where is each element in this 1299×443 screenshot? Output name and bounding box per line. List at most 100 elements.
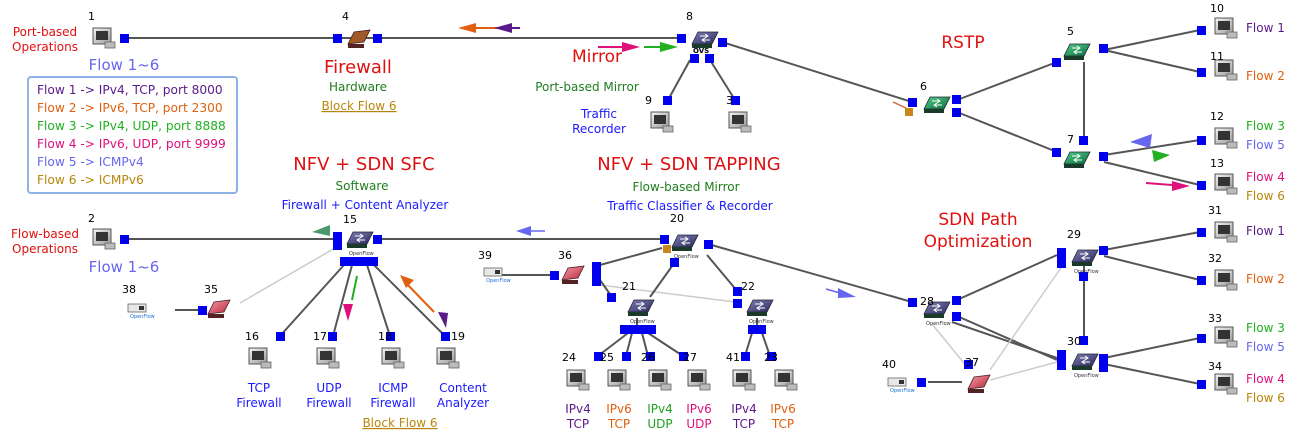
node-number: 5 [1067, 25, 1074, 38]
openflow-controller-icon: OpenFlow [887, 377, 915, 394]
link [931, 323, 969, 369]
svg-text:OVS: OVS [693, 47, 709, 55]
svg-text:OpenFlow: OpenFlow [890, 388, 915, 394]
mirror-title: Mirror [572, 47, 622, 67]
node-number: 16 [245, 330, 259, 343]
svg-text:OpenFlow: OpenFlow [130, 314, 155, 320]
flow-arrows [312, 23, 1190, 328]
svg-text:OpenFlow: OpenFlow [1074, 269, 1099, 275]
node-number: 22 [741, 280, 755, 293]
computer-icon [1214, 127, 1238, 149]
node-number: 24 [562, 351, 576, 364]
traffic-recorder-2: Recorder [572, 122, 626, 136]
rstp-switch-icon [1063, 43, 1091, 60]
flow-label: Flow 4 [1246, 170, 1285, 184]
hardware-firewall-icon [347, 29, 371, 48]
svg-text:OpenFlow: OpenFlow [486, 278, 511, 284]
text-layer: Port-based Operations Flow 1~6 Flow-base… [11, 25, 1032, 431]
nfv-sfc-title: NFV + SDN SFC [293, 154, 434, 175]
sdn-switch-icon [746, 299, 774, 316]
flow-label: Flow 6 [1246, 189, 1285, 203]
node-number: 1 [88, 10, 95, 23]
node-number: 7 [1067, 133, 1074, 146]
block-flow6-bottom: Block Flow 6 [362, 416, 437, 430]
sdn-path-title-2: Optimization [924, 232, 1033, 252]
computer-icon [1214, 173, 1238, 195]
node-number: 4 [342, 10, 349, 23]
tcp-fw-1: TCP [247, 381, 270, 395]
rstp-switch-icon [1063, 151, 1091, 168]
content-an-2: Analyzer [437, 396, 489, 410]
node-number: 18 [378, 330, 392, 343]
cap-label: TCP [607, 417, 630, 431]
link [599, 247, 663, 266]
flow-legend: Flow 1 -> IPv4, TCP, port 8000 Flow 2 ->… [27, 76, 238, 194]
computer-icon [732, 369, 756, 391]
node-number: 10 [1210, 2, 1224, 15]
label-flow-based-1: Flow-based [11, 227, 79, 241]
node-number: 17 [313, 330, 327, 343]
node-number: 13 [1210, 157, 1224, 170]
computer-icon [1214, 17, 1238, 39]
link [989, 261, 1066, 371]
openflow-controller-icon: OpenFlow [483, 267, 511, 284]
computer-icon [248, 347, 272, 369]
link [956, 61, 1058, 101]
computer-icon [607, 369, 631, 391]
computer-icon [1214, 59, 1238, 81]
cap-label: TCP [732, 417, 755, 431]
node-number: 21 [622, 280, 636, 293]
flow16-bottom: Flow 1~6 [89, 258, 160, 276]
computer-icon [1214, 373, 1238, 395]
computer-icon [381, 347, 405, 369]
content-an-1: Content [439, 381, 487, 395]
node-number: 39 [478, 249, 492, 262]
virtual-firewall-icon [967, 374, 991, 393]
cap-label: UDP [647, 417, 672, 431]
firewall-title: Firewall [324, 57, 392, 78]
icmp-fw-1: ICMP [378, 381, 408, 395]
node-number: 37 [965, 356, 979, 369]
link [667, 59, 691, 101]
svg-text:OpenFlow: OpenFlow [749, 319, 774, 325]
sdn-switch-icon [923, 301, 951, 318]
link [1103, 337, 1201, 359]
flow-based-mirror: Flow-based Mirror [632, 180, 739, 194]
sdn-switch-icon [346, 231, 374, 248]
udp-fw-2: Firewall [306, 396, 351, 410]
link [1103, 139, 1201, 156]
flow-label: Flow 3 [1246, 321, 1285, 335]
computer-icon [1214, 221, 1238, 243]
nfv-tap-title: NFV + SDN TAPPING [597, 154, 780, 175]
node-number: 19 [451, 330, 465, 343]
node-number: 35 [204, 283, 218, 296]
tcp-fw-2: Firewall [236, 396, 281, 410]
virtual-firewall-icon [561, 265, 585, 284]
traffic-recorder-1: Traffic [580, 107, 617, 121]
link [239, 247, 336, 304]
label-port-based-2: Operations [12, 40, 78, 54]
node-number: 2 [88, 212, 95, 225]
flow-label: Flow 3 [1246, 119, 1285, 133]
computer-icon [92, 27, 116, 49]
cap-label: IPv4 [565, 402, 591, 416]
cap-label: UDP [686, 417, 711, 431]
port-mirror [663, 245, 671, 253]
flow-label: Flow 1 [1246, 21, 1285, 35]
computer-icon [728, 111, 752, 133]
node-number: 25 [600, 351, 614, 364]
link [956, 111, 1058, 153]
svg-text:OpenFlow: OpenFlow [674, 254, 699, 260]
node-number: 12 [1210, 110, 1224, 123]
computer-icon [650, 111, 674, 133]
flow-label: Flow 2 [1246, 69, 1285, 83]
node-number: 11 [1210, 50, 1224, 63]
icmp-fw-2: Firewall [370, 396, 415, 410]
sdn-switch-icon [671, 234, 699, 251]
link [721, 41, 913, 103]
node-number: 8 [686, 10, 693, 23]
port-mirror [905, 108, 913, 116]
flow-label: Flow 2 [1246, 272, 1285, 286]
node-number: 20 [670, 212, 684, 225]
